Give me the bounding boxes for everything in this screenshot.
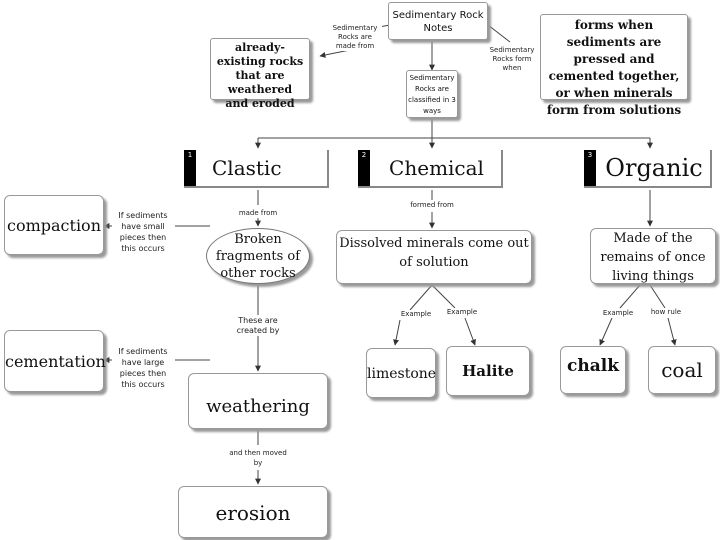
link-created-by: These are created by [228, 316, 288, 336]
connector [431, 284, 456, 309]
node-limestone: limestone [366, 348, 436, 398]
node-cementation: cementation [4, 330, 106, 392]
header-label: Organic [605, 154, 703, 182]
node-broken-fragments: Broken fragments of other rocks [206, 228, 310, 284]
node-chalk: chalk [560, 346, 626, 394]
node-weathering: weathering [188, 373, 328, 429]
header-number: 1 [184, 150, 196, 186]
connector [487, 24, 511, 43]
header-label: Chemical [389, 156, 484, 180]
diagram-title: Sedimentary Rock Notes [388, 2, 488, 40]
connector [619, 284, 641, 309]
node-halite: Halite [446, 346, 530, 396]
link-made-from-clastic: made from [226, 209, 290, 218]
node-formed-from: already-existing rocks that are weathere… [210, 38, 310, 110]
link-compaction: If sediments have small pieces then this… [112, 210, 174, 254]
link-made-from: Sedimentary Rocks are made from [328, 24, 382, 51]
connector [409, 284, 433, 311]
node-coal: coal [648, 346, 716, 394]
node-classified: Sedimentary Rocks are classified in 3 wa… [406, 70, 458, 118]
link-example: Example [444, 308, 480, 317]
node-dissolved-minerals: Dissolved minerals come out of solution [336, 230, 532, 284]
connector [319, 49, 351, 58]
link-cementation: If sediments have large pieces then this… [112, 346, 174, 390]
link-how-rule: how rule [648, 308, 684, 317]
link-example: Example [600, 309, 636, 318]
node-remains: Made of the remains of once living thing… [590, 228, 716, 284]
node-compaction: compaction [4, 195, 104, 255]
header-label: Clastic [212, 156, 282, 180]
header-chemical: 2 Chemical [358, 150, 503, 188]
link-formed-from-chemical: formed from [400, 201, 464, 210]
link-form-when: Sedimentary Rocks form when [483, 46, 541, 73]
header-number: 2 [358, 150, 370, 186]
link-then-moved: and then moved by [228, 448, 288, 468]
header-organic: 3 Organic [584, 150, 712, 188]
node-erosion: erosion [178, 486, 328, 538]
node-forms-when: forms when sediments are pressed and cem… [540, 14, 688, 117]
connector [464, 317, 476, 346]
header-number: 3 [584, 150, 596, 186]
header-clastic: 1 Clastic [184, 150, 329, 188]
connector [667, 317, 677, 346]
connector [599, 317, 613, 346]
connector [393, 319, 401, 346]
link-example: Example [398, 310, 434, 319]
connector [649, 284, 666, 309]
